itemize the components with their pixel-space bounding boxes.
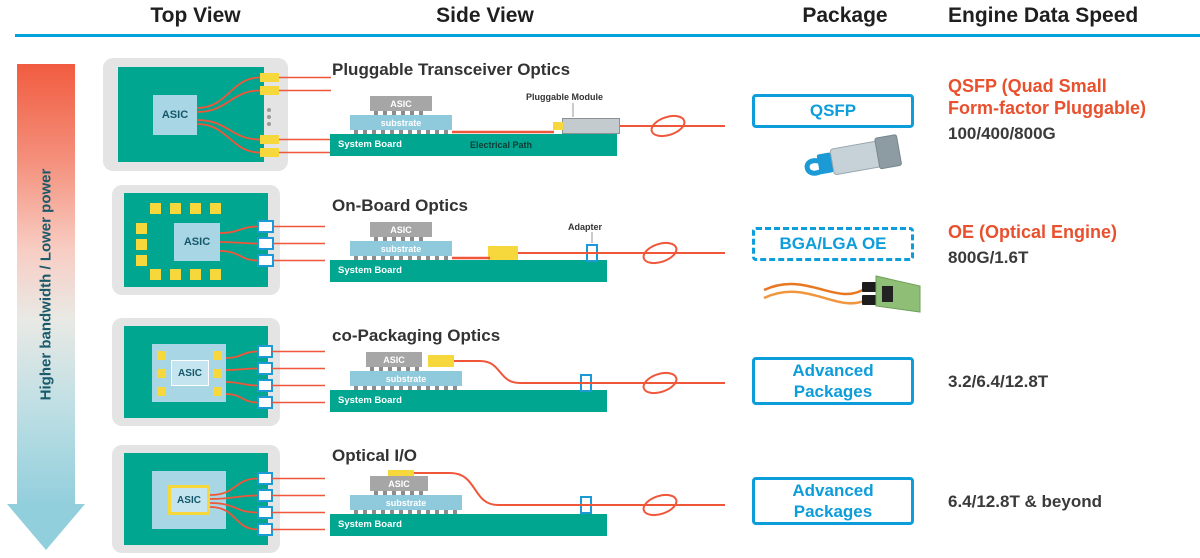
row-2-side-view: ASIC substrate System Board Adapter — [330, 222, 725, 302]
asic-chip-with-optics: ASIC — [168, 485, 210, 515]
module-connector — [553, 122, 563, 130]
package-label: QSFP — [809, 101, 857, 121]
row-1-side-view: ASIC substrate System Board Electrical P… — [330, 92, 725, 178]
qsfp-transceiver-image — [804, 134, 902, 176]
on-board-optics-module — [488, 246, 518, 260]
optics-chip — [157, 387, 166, 396]
solder-bumps — [354, 130, 448, 134]
asic-chip: ASIC — [370, 476, 428, 491]
optics-chip — [190, 203, 201, 214]
optics-chip — [213, 369, 222, 378]
optics-chip — [213, 387, 222, 396]
package-box-bga-lga-oe: BGA/LGA OE — [752, 227, 914, 261]
co-packaged-optics-chip — [428, 355, 454, 367]
row-2-speed-value: 800G/1.6T — [948, 248, 1029, 267]
row-4-title: Optical I/O — [332, 446, 418, 465]
package-box-advanced-2: Advanced Packages — [752, 477, 914, 525]
bandwidth-axis-label: Higher bandwidth / Lower power — [37, 168, 55, 400]
system-board: System Board — [330, 260, 607, 282]
row-1-title: Pluggable Transceiver Optics — [332, 60, 571, 79]
optics-chip — [136, 239, 147, 250]
pluggable-module-label: Pluggable Module — [526, 92, 604, 102]
optics-chip — [213, 351, 222, 360]
fiber-svg — [454, 360, 725, 395]
fiber-svg — [414, 472, 725, 517]
optics-chip — [136, 223, 147, 234]
row-3-title: co-Packaging Optics — [332, 326, 501, 345]
asic-chip: ASIC — [171, 360, 209, 386]
asic-chip: ASIC — [366, 352, 422, 367]
substrate: substrate — [350, 495, 462, 510]
row-4-side-view: ASIC substrate System Board — [330, 470, 725, 556]
row-1-speed-heading: QSFP (Quad Small Form-factor Pluggable) — [948, 76, 1147, 118]
optics-chip — [136, 255, 147, 266]
column-header-package: Package — [802, 4, 888, 27]
system-board: System Board — [330, 134, 617, 156]
integrated-optics-chip — [388, 470, 414, 477]
trace-lines-svg — [225, 345, 325, 409]
optics-chip — [157, 351, 166, 360]
optics-chip — [210, 203, 221, 214]
row-1-speed-value: 100/400/800G — [948, 124, 1056, 143]
package-box-advanced-1: Advanced Packages — [752, 357, 914, 405]
solder-bumps — [374, 491, 424, 495]
system-board: System Board — [330, 390, 607, 412]
solder-bumps — [354, 256, 448, 260]
asic-chip: ASIC — [174, 223, 220, 261]
row-2-speed-heading: OE (Optical Engine) — [948, 222, 1118, 242]
row-3-top-view: ASIC — [112, 318, 327, 426]
column-header-top-view: Top View — [150, 4, 241, 27]
substrate: substrate — [350, 241, 452, 256]
row-3-speed-value: 3.2/6.4/12.8T — [948, 372, 1049, 391]
row-3-side-view: ASIC substrate System Board — [330, 352, 725, 432]
system-board: System Board — [330, 514, 607, 536]
package-label: BGA/LGA OE — [779, 234, 887, 254]
optics-chip — [210, 269, 221, 280]
substrate: substrate — [350, 115, 452, 130]
column-header-engine-data-speed: Engine Data Speed — [948, 4, 1139, 27]
trace-lines-svg — [209, 472, 325, 536]
solder-bumps — [374, 111, 428, 115]
optics-chip — [190, 269, 201, 280]
solder-bumps — [354, 386, 458, 390]
optics-chip — [150, 269, 161, 280]
fiber-svg — [452, 232, 725, 265]
optical-cable-image — [763, 275, 921, 313]
solder-bumps — [354, 510, 458, 514]
electrical-path-label: Electrical Path — [470, 140, 533, 150]
bandwidth-axis-arrow: Higher bandwidth / Lower power — [17, 64, 75, 504]
optics-chip — [157, 369, 166, 378]
solder-bumps — [374, 237, 428, 241]
column-header-side-view: Side View — [436, 4, 534, 27]
header-divider — [15, 34, 1200, 37]
package-label: Advanced Packages — [792, 360, 874, 401]
trace-lines-svg — [219, 220, 325, 267]
bandwidth-axis-arrow-head — [7, 504, 85, 550]
package-label: Advanced Packages — [792, 480, 874, 521]
row-2-top-view: ASIC — [112, 185, 327, 295]
package-box-qsfp: QSFP — [752, 94, 914, 128]
asic-chip: ASIC — [153, 95, 197, 135]
solder-bumps — [370, 367, 420, 371]
adapter-label: Adapter — [568, 222, 603, 232]
asic-chip: ASIC — [370, 96, 432, 111]
asic-chip: ASIC — [370, 222, 432, 237]
optics-chip — [150, 203, 161, 214]
row-4-top-view: ASIC — [112, 445, 327, 553]
row-1-top-view: ASIC — [103, 58, 333, 171]
trace-lines-svg — [196, 73, 331, 157]
row-4-speed-value: 6.4/12.8T & beyond — [948, 492, 1102, 511]
fiber-svg — [452, 103, 725, 138]
row-2-title: On-Board Optics — [332, 196, 469, 215]
substrate: substrate — [350, 371, 462, 386]
optics-chip — [170, 269, 181, 280]
optics-chip — [170, 203, 181, 214]
